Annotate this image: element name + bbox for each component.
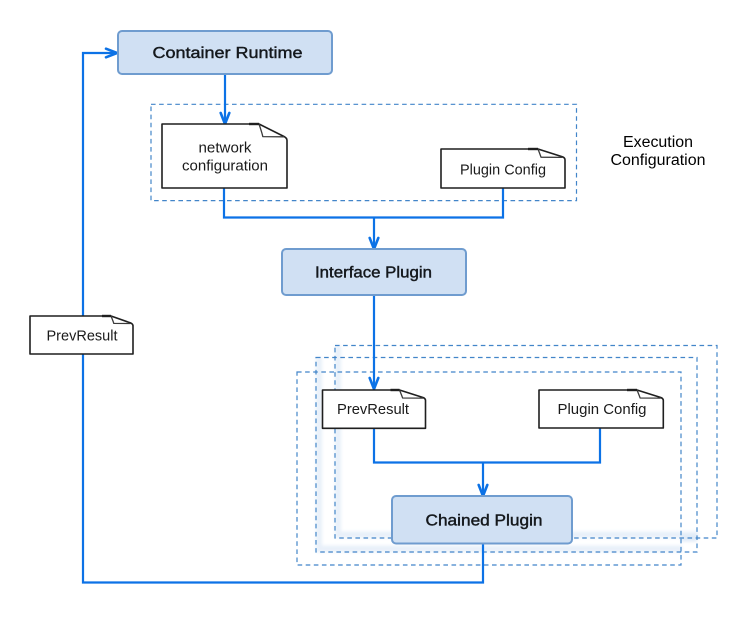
svg-text:Plugin Config: Plugin Config <box>460 162 546 179</box>
svg-text:Interface Plugin: Interface Plugin <box>315 265 432 282</box>
svg-text:PrevResult: PrevResult <box>47 328 119 345</box>
svg-text:Configuration: Configuration <box>611 152 706 169</box>
svg-text:Plugin Config: Plugin Config <box>558 401 647 418</box>
svg-text:network: network <box>199 140 252 157</box>
svg-text:configuration: configuration <box>182 158 268 175</box>
svg-text:Execution: Execution <box>623 134 693 151</box>
svg-text:Container Runtime: Container Runtime <box>153 45 303 62</box>
svg-text:Chained Plugin: Chained Plugin <box>426 513 543 530</box>
svg-text:PrevResult: PrevResult <box>337 401 410 418</box>
